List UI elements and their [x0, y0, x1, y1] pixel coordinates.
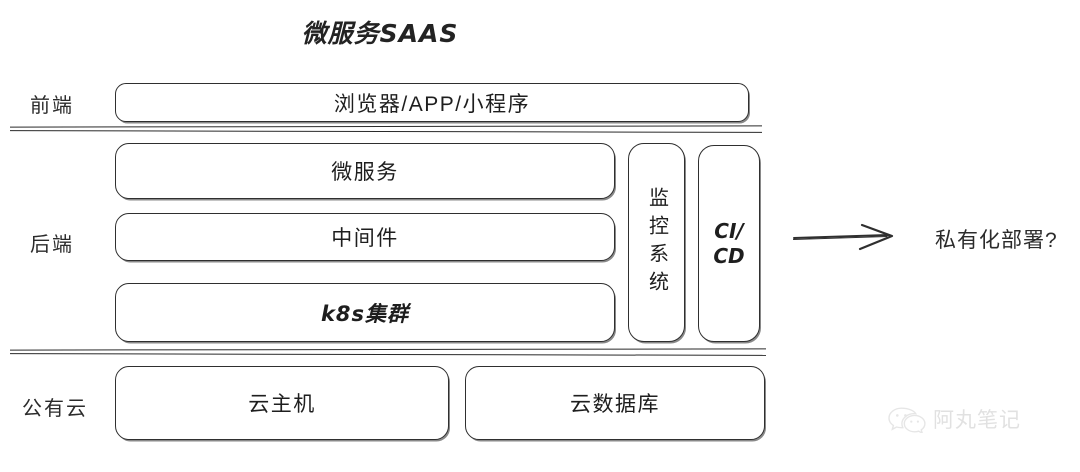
row-label-cloud: 公有云	[22, 398, 88, 420]
box-label: 云数据库	[570, 393, 660, 416]
divider-frontend-backend	[9, 125, 763, 133]
watermark-text: 阿丸笔记	[933, 409, 1021, 432]
row-label-backend: 后端	[30, 234, 74, 256]
row-label-frontend: 前端	[30, 95, 74, 117]
box-monitoring-system[interactable]: 监控系统	[628, 143, 685, 342]
arrow-right-icon	[792, 223, 894, 251]
box-microservice[interactable]: 微服务	[115, 143, 615, 199]
box-label: 监控系统	[645, 186, 668, 299]
box-ci-cd[interactable]: CI/ CD	[698, 145, 760, 342]
box-browser-app-miniprogram[interactable]: 浏览器/APP/小程序	[115, 83, 749, 122]
box-label: 中间件	[331, 227, 399, 250]
box-label: k8s集群	[320, 301, 410, 326]
callout-label-private-deployment: 私有化部署?	[935, 229, 1058, 252]
box-label: CI/ CD	[713, 218, 745, 268]
box-label: 浏览器/APP/小程序	[333, 92, 531, 116]
wechat-icon	[888, 407, 926, 433]
box-k8s-cluster[interactable]: k8s集群	[115, 283, 615, 342]
page-title: 微服务SAAS	[301, 19, 459, 48]
box-middleware[interactable]: 中间件	[115, 213, 615, 261]
box-label: 云主机	[248, 393, 316, 416]
divider-backend-cloud	[9, 348, 767, 356]
box-label: 微服务	[331, 161, 399, 184]
box-cloud-database[interactable]: 云数据库	[465, 366, 765, 440]
box-cloud-host[interactable]: 云主机	[115, 366, 449, 440]
watermark: 阿丸笔记	[886, 404, 1021, 434]
